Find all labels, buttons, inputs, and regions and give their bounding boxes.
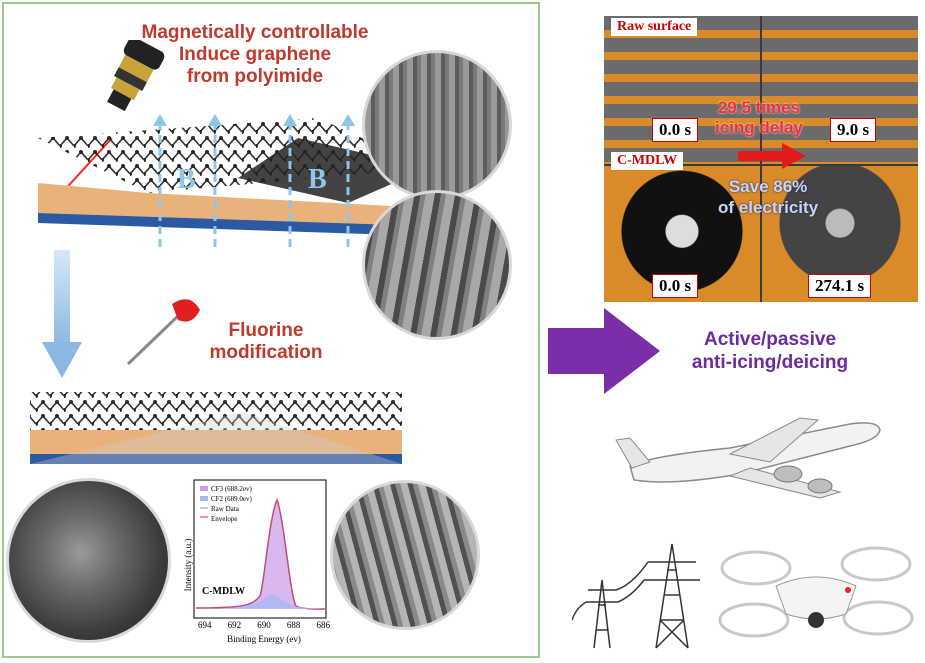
xps-tick: 686	[316, 620, 331, 630]
xps-chart	[193, 479, 327, 619]
red-arrow-icon	[738, 143, 806, 169]
fluorine-title: Fluorine modification	[196, 320, 336, 364]
process-down-arrow	[42, 250, 82, 378]
field-label-b2: B	[308, 164, 327, 195]
legend-cf3: CF3 (688.2ev)	[211, 485, 252, 493]
title-line-1: Magnetically controllable	[141, 22, 369, 43]
magnetic-field-arrows	[153, 114, 355, 247]
save-line-1: Save 86%	[728, 177, 808, 196]
sem-image-fluorinated-cross	[330, 480, 480, 630]
application-line-2: anti-icing/deicing	[691, 352, 849, 373]
cmdlw-label: C-MDLW	[611, 152, 684, 170]
purple-arrow-icon	[548, 308, 660, 394]
title-line-2: Induce graphene	[178, 44, 332, 65]
save-electricity-text: Save 86% of electricity	[718, 176, 818, 218]
legend-raw: Raw Data	[211, 505, 239, 513]
raw-surface-label: Raw surface	[611, 18, 698, 36]
fluorine-line-2: modification	[209, 342, 323, 363]
fluorine-line-1: Fluorine	[228, 320, 304, 341]
graphene-layer-upper	[38, 118, 428, 236]
time-raw-0s: 0.0 s	[652, 118, 699, 142]
application-line-1: Active/passive	[703, 329, 837, 350]
save-line-2: of electricity	[718, 198, 819, 217]
xps-tick: 688	[286, 620, 301, 630]
airplane-icon	[615, 417, 881, 499]
title-line-3: from polyimide	[186, 66, 324, 87]
sem-image-top	[362, 50, 512, 200]
graphene-layer-lower	[30, 392, 402, 464]
application-title: Active/passive anti-icing/deicing	[650, 328, 890, 374]
xps-ticks: 694 692 690 688 686	[198, 620, 330, 630]
sem-image-fluorinated-top	[6, 478, 171, 643]
icing-delay-text: 29.5 times icing delay	[715, 98, 803, 138]
delay-line-2: icing delay	[715, 118, 803, 137]
xps-tick: 694	[198, 620, 212, 630]
time-raw-9s: 9.0 s	[830, 118, 877, 142]
xps-ylabel: Intensity (a.u.)	[183, 538, 193, 592]
sem-image-cross-section	[362, 190, 512, 340]
process-title: Magnetically controllable Induce graphen…	[110, 22, 400, 88]
field-label-b1: B	[177, 164, 196, 195]
legend-cf2: CF2 (689.0ev)	[211, 495, 252, 503]
power-tower-icon	[572, 543, 700, 649]
xps-sample-label: C-MDLW	[202, 586, 245, 597]
legend-swatch-cf3	[200, 486, 208, 491]
legend-envelope: Envelope	[211, 515, 238, 523]
fluorine-dropper-icon	[126, 299, 200, 366]
delay-line-1: 29.5 times	[717, 98, 801, 117]
xps-tick: 690	[257, 620, 271, 630]
xps-tick: 692	[227, 620, 242, 630]
xps-xlabel: Binding Energy (ev)	[227, 634, 301, 644]
time-cmdlw-0s: 0.0 s	[652, 274, 699, 298]
xps-legend: CF3 (688.2ev) CF2 (689.0ev) Raw Data Env…	[211, 484, 252, 524]
legend-swatch-cf2	[200, 496, 208, 501]
drone-icon	[718, 546, 914, 638]
time-cmdlw-274s: 274.1 s	[808, 274, 872, 298]
